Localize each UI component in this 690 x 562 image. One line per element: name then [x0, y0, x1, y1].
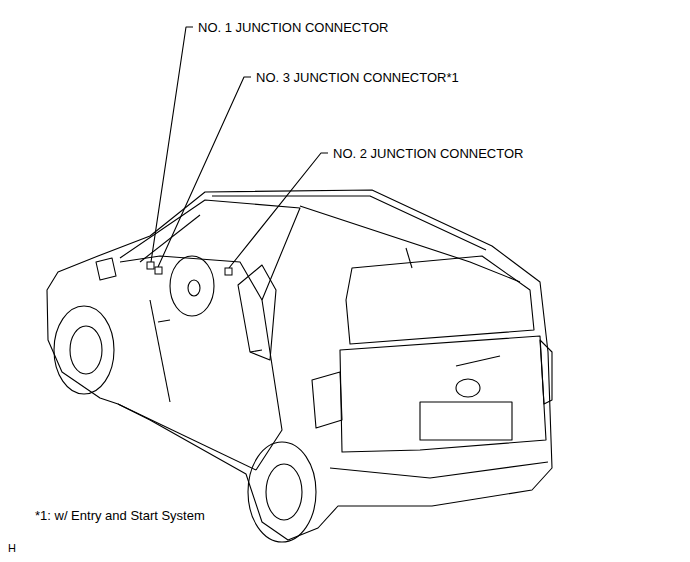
tail-light — [312, 372, 342, 428]
leader-line — [158, 77, 251, 267]
door-line — [150, 300, 170, 402]
hatch-line — [340, 336, 546, 452]
front-wheel-hub — [70, 326, 102, 374]
rear-wheel-hub — [266, 464, 302, 520]
rear-emblem — [456, 379, 480, 397]
body-outline — [47, 190, 552, 540]
figure-code: H — [8, 541, 16, 556]
front-wheel — [54, 306, 114, 394]
door-sill — [118, 404, 256, 470]
tail-light — [540, 340, 552, 404]
rear-bumper — [330, 462, 548, 478]
seat — [238, 265, 276, 360]
rear-wheel — [248, 442, 316, 542]
rear-wiper — [456, 356, 500, 366]
connector-symbol — [225, 268, 232, 275]
door-handle — [250, 350, 262, 352]
door-line — [256, 300, 282, 470]
part-label: NO. 3 JUNCTION CONNECTOR*1 — [256, 70, 459, 85]
connector-symbol — [147, 262, 154, 269]
rear-window — [346, 256, 534, 344]
side-window — [140, 215, 200, 262]
side-mirror — [96, 258, 116, 280]
steering-hub — [188, 280, 200, 296]
license-plate — [420, 402, 512, 440]
door-handle — [158, 320, 170, 322]
roof-rail — [300, 206, 520, 282]
leader-line — [151, 27, 193, 262]
dashboard — [120, 256, 262, 300]
part-label: NO. 1 JUNCTION CONNECTOR — [198, 20, 388, 35]
connector-symbol — [155, 267, 162, 274]
part-label: NO. 2 JUNCTION CONNECTOR — [333, 146, 523, 161]
leader-line — [229, 153, 328, 268]
antenna — [406, 248, 412, 268]
footnote: *1: w/ Entry and Start System — [35, 508, 205, 523]
steering-wheel — [170, 256, 214, 316]
